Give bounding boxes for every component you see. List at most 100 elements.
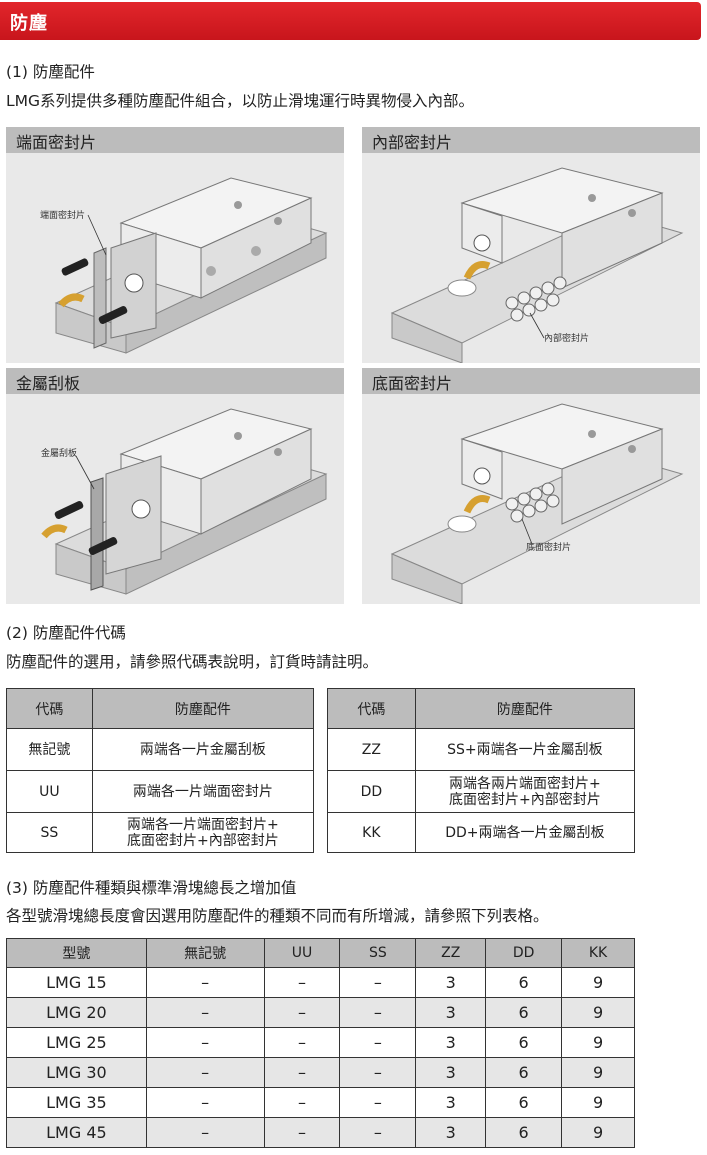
table-row: LMG 45 – – – 3 6 9 (6, 1117, 635, 1148)
value-cell: 3 (415, 1087, 487, 1118)
panel-metal-scraper: 金屬刮板 金屬刮板 (6, 368, 344, 604)
model-cell: LMG 25 (6, 1027, 147, 1058)
model-cell: LMG 20 (6, 997, 147, 1028)
value-cell: – (145, 967, 265, 998)
callout-label: 金屬刮板 (41, 449, 78, 459)
section-banner: 防塵 (0, 2, 701, 40)
panel-header: 端面密封片 (6, 127, 344, 153)
accessory-cell: SS+兩端各一片金屬刮板 (414, 728, 636, 771)
accessory-cell: 兩端各兩片端面密封片+底面密封片+內部密封片 (414, 770, 636, 813)
column-header: 代碼 (327, 688, 416, 729)
metal-scraper-illustration: 金屬刮板 (6, 394, 344, 604)
accessory-cell: 兩端各一片金屬刮板 (91, 728, 315, 771)
accessory-cell: 兩端各一片端面密封片 (91, 770, 315, 813)
code-cell: SS (6, 812, 93, 853)
value-cell: 9 (561, 1027, 635, 1058)
panel-label: 底面密封片 (372, 374, 453, 393)
section3-title: (3) 防塵配件種類與標準滑塊總長之增加值 (6, 879, 297, 897)
table-row: UU 兩端各一片端面密封片 (6, 770, 315, 813)
value-cell: 9 (561, 1117, 635, 1148)
column-header: KK (561, 938, 635, 968)
panel-header: 底面密封片 (362, 368, 700, 394)
model-cell: LMG 30 (6, 1057, 147, 1088)
code-cell: ZZ (327, 728, 416, 771)
table-row: SS 兩端各一片端面密封片+底面密封片+內部密封片 (6, 812, 315, 853)
inner-seal-illustration: 內部密封片 (362, 153, 700, 363)
column-header: SS (339, 938, 417, 968)
column-header: 防塵配件 (414, 688, 636, 729)
value-cell: 3 (415, 1117, 487, 1148)
column-header: ZZ (415, 938, 487, 968)
table-row: LMG 35 – – – 3 6 9 (6, 1087, 635, 1118)
accessory-cell: 兩端各一片端面密封片+底面密封片+內部密封片 (91, 812, 315, 853)
bottom-seal-illustration: 底面密封片 (362, 394, 700, 604)
end-seal-illustration: 端面密封片 (6, 153, 344, 363)
table-row: KK DD+兩端各一片金屬刮板 (327, 812, 636, 853)
panel-end-seal: 端面密封片 端面密封片 (6, 127, 344, 363)
model-cell: LMG 35 (6, 1087, 147, 1118)
column-header: 防塵配件 (91, 688, 315, 729)
code-cell: KK (327, 812, 416, 853)
value-cell: 3 (415, 1027, 487, 1058)
value-cell: 6 (485, 1057, 563, 1088)
column-header: 無記號 (145, 938, 265, 968)
column-header: UU (263, 938, 341, 968)
length-increase-table: 型號 無記號 UU SS ZZ DD KK LMG 15 – – – 3 6 9… (6, 938, 635, 1148)
table-row: 無記號 兩端各一片金屬刮板 (6, 728, 315, 771)
model-cell: LMG 45 (6, 1117, 147, 1148)
panel-label: 端面密封片 (16, 133, 97, 152)
value-cell: 6 (485, 1027, 563, 1058)
code-cell: 無記號 (6, 728, 93, 771)
code-cell: UU (6, 770, 93, 813)
column-header: DD (485, 938, 563, 968)
value-cell: – (145, 1087, 265, 1118)
value-cell: – (339, 1027, 417, 1058)
section1-title: (1) 防塵配件 (6, 63, 95, 81)
value-cell: – (339, 967, 417, 998)
table-row: LMG 30 – – – 3 6 9 (6, 1057, 635, 1088)
value-cell: 6 (485, 1117, 563, 1148)
value-cell: – (263, 1117, 341, 1148)
accessory-cell: DD+兩端各一片金屬刮板 (414, 812, 636, 853)
table-row: LMG 25 – – – 3 6 9 (6, 1027, 635, 1058)
section3-desc: 各型號滑塊總長度會因選用防塵配件的種類不同而有所增減，請參照下列表格。 (6, 907, 549, 925)
panel-header: 內部密封片 (362, 127, 700, 153)
callout-label: 端面密封片 (40, 211, 86, 221)
value-cell: 3 (415, 997, 487, 1028)
value-cell: 3 (415, 967, 487, 998)
value-cell: 6 (485, 997, 563, 1028)
callout-label: 底面密封片 (526, 543, 572, 553)
panel-inner-seal: 內部密封片 內部密封片 (362, 127, 700, 363)
code-table-right: 代碼 防塵配件 ZZ SS+兩端各一片金屬刮板 DD 兩端各兩片端面密封片+底面… (327, 688, 636, 853)
value-cell: – (145, 997, 265, 1028)
callout-label: 內部密封片 (544, 334, 590, 344)
code-cell: DD (327, 770, 416, 813)
table-row: DD 兩端各兩片端面密封片+底面密封片+內部密封片 (327, 770, 636, 813)
value-cell: 9 (561, 967, 635, 998)
value-cell: – (145, 1117, 265, 1148)
panel-header: 金屬刮板 (6, 368, 344, 394)
value-cell: 9 (561, 1057, 635, 1088)
value-cell: 6 (485, 967, 563, 998)
model-cell: LMG 15 (6, 967, 147, 998)
value-cell: – (145, 1057, 265, 1088)
value-cell: – (339, 1087, 417, 1118)
value-cell: – (263, 1057, 341, 1088)
table-row: LMG 15 – – – 3 6 9 (6, 967, 635, 998)
section2-desc: 防塵配件的選用，請參照代碼表說明，訂貨時請註明。 (6, 653, 379, 671)
value-cell: – (263, 997, 341, 1028)
value-cell: 6 (485, 1087, 563, 1118)
value-cell: – (339, 1117, 417, 1148)
value-cell: – (145, 1027, 265, 1058)
table-row: LMG 20 – – – 3 6 9 (6, 997, 635, 1028)
panel-label: 內部密封片 (372, 133, 453, 152)
banner-title: 防塵 (10, 13, 48, 34)
panel-label: 金屬刮板 (16, 374, 81, 393)
column-header: 代碼 (6, 688, 93, 729)
value-cell: 9 (561, 1087, 635, 1118)
value-cell: – (263, 967, 341, 998)
code-table-left: 代碼 防塵配件 無記號 兩端各一片金屬刮板 UU 兩端各一片端面密封片 SS 兩… (6, 688, 315, 853)
value-cell: 9 (561, 997, 635, 1028)
value-cell: – (263, 1087, 341, 1118)
value-cell: – (339, 997, 417, 1028)
